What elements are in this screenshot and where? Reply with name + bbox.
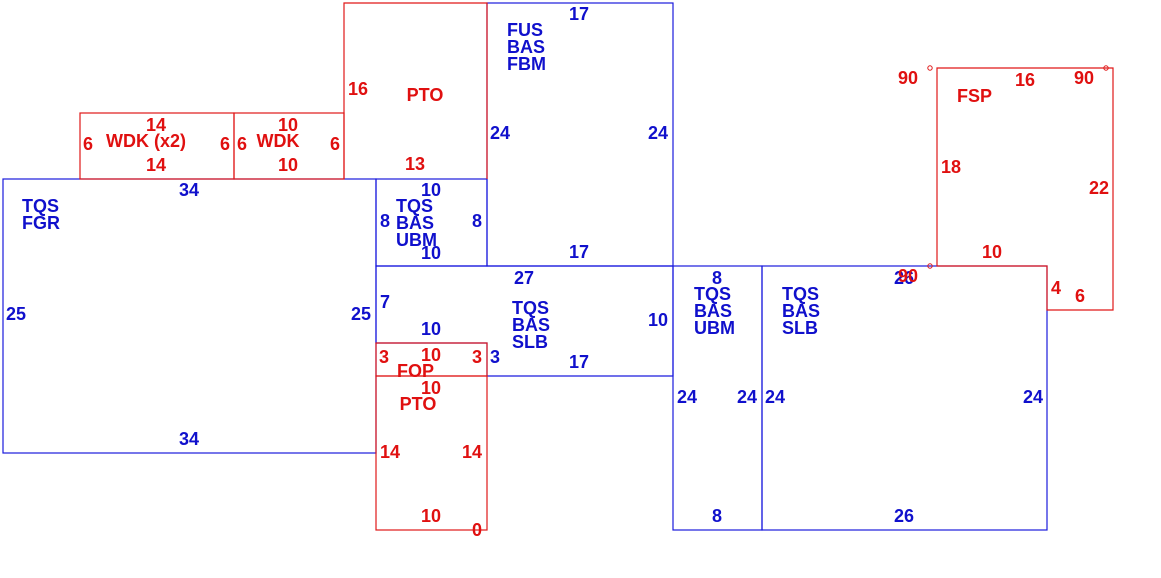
dimension-label: 14 — [146, 115, 166, 135]
dimension-label: 27 — [514, 268, 534, 288]
dimension-label: 18 — [941, 157, 961, 177]
fsp-angle-marker — [927, 65, 933, 71]
dimension-label: 24 — [1023, 387, 1043, 407]
dimension-label: 3 — [490, 347, 500, 367]
dimension-label: 16 — [348, 79, 368, 99]
dimension-label: 8 — [712, 506, 722, 526]
shape-label: UBM — [396, 230, 437, 250]
pto-bottom-outline — [375, 375, 488, 531]
shape-label: UBM — [694, 318, 735, 338]
dimension-label: 10 — [421, 243, 441, 263]
shape-label: WDK — [257, 131, 300, 151]
shape-label: TQS — [22, 196, 59, 216]
dimension-label: 8 — [380, 211, 390, 231]
dimension-label: 10 — [421, 345, 441, 365]
dimension-label: 24 — [490, 123, 510, 143]
dimension-label: 24 — [677, 387, 697, 407]
dimension-label: 10 — [421, 378, 441, 398]
shape-label: FBM — [507, 54, 546, 74]
dimension-label: 14 — [146, 155, 166, 175]
dimension-label: 4 — [1051, 278, 1061, 298]
shape-label: BAS — [507, 37, 545, 57]
dimension-label: 0 — [472, 520, 482, 540]
dimension-label: 10 — [421, 506, 441, 526]
dimension-label: 3 — [472, 347, 482, 367]
shape-label: BAS — [694, 301, 732, 321]
dimension-label: 16 — [1015, 70, 1035, 90]
angle-label: 90 — [898, 266, 918, 286]
dimension-label: 17 — [569, 242, 589, 262]
pto-top-outline — [343, 2, 488, 179]
dimension-label: 13 — [405, 154, 425, 174]
fsp-angle-marker — [1103, 65, 1109, 71]
shape-label: TQS — [694, 284, 731, 304]
shape-label: BAS — [782, 301, 820, 321]
dimension-label: 26 — [894, 268, 914, 288]
shape-label: FSP — [957, 86, 992, 106]
dimension-label: 24 — [737, 387, 757, 407]
shape-label: TQS — [512, 298, 549, 318]
dimension-label: 24 — [648, 123, 668, 143]
dimension-label: 14 — [380, 442, 400, 462]
dimension-label: 25 — [351, 304, 371, 324]
tqs-bas-slb-2-outline — [761, 265, 1048, 531]
dimension-label: 10 — [648, 310, 668, 330]
dimension-label: 10 — [421, 319, 441, 339]
shape-label: PTO — [400, 394, 437, 414]
dimension-label: 17 — [569, 4, 589, 24]
dimension-label: 6 — [220, 134, 230, 154]
dimension-label: 25 — [6, 304, 26, 324]
dimension-label: 7 — [380, 292, 390, 312]
dimension-label: 17 — [569, 352, 589, 372]
dimension-label: 3 — [379, 347, 389, 367]
dimension-label: 6 — [83, 134, 93, 154]
shape-label: PTO — [407, 85, 444, 105]
shape-label: FGR — [22, 213, 60, 233]
shape-label: SLB — [512, 332, 548, 352]
shape-label: TQS — [396, 196, 433, 216]
dimension-label: 26 — [894, 506, 914, 526]
shape-label: SLB — [782, 318, 818, 338]
fsp-angle-marker — [927, 263, 933, 269]
dimension-label: 6 — [330, 134, 340, 154]
dimension-label: 24 — [765, 387, 785, 407]
dimension-label: 8 — [472, 211, 482, 231]
dimension-label: 10 — [278, 155, 298, 175]
dimension-label: 10 — [982, 242, 1002, 262]
dimension-label: 10 — [421, 180, 441, 200]
dimension-label: 22 — [1089, 178, 1109, 198]
shape-label: BAS — [512, 315, 550, 335]
dimension-label: 14 — [462, 442, 482, 462]
dimension-label: 6 — [1075, 286, 1085, 306]
dimension-label: 6 — [237, 134, 247, 154]
shape-label: WDK (x2) — [106, 131, 186, 151]
dimension-label: 34 — [179, 180, 199, 200]
dimension-label: 34 — [179, 429, 199, 449]
shape-label: FOP — [397, 361, 434, 381]
angle-label: 90 — [1074, 68, 1094, 88]
fsp-outline — [936, 67, 1114, 311]
dimension-label: 10 — [278, 115, 298, 135]
shape-label: BAS — [396, 213, 434, 233]
angle-label: 90 — [898, 68, 918, 88]
dimension-label: 8 — [712, 268, 722, 288]
shape-label: FUS — [507, 20, 543, 40]
shape-label: TQS — [782, 284, 819, 304]
